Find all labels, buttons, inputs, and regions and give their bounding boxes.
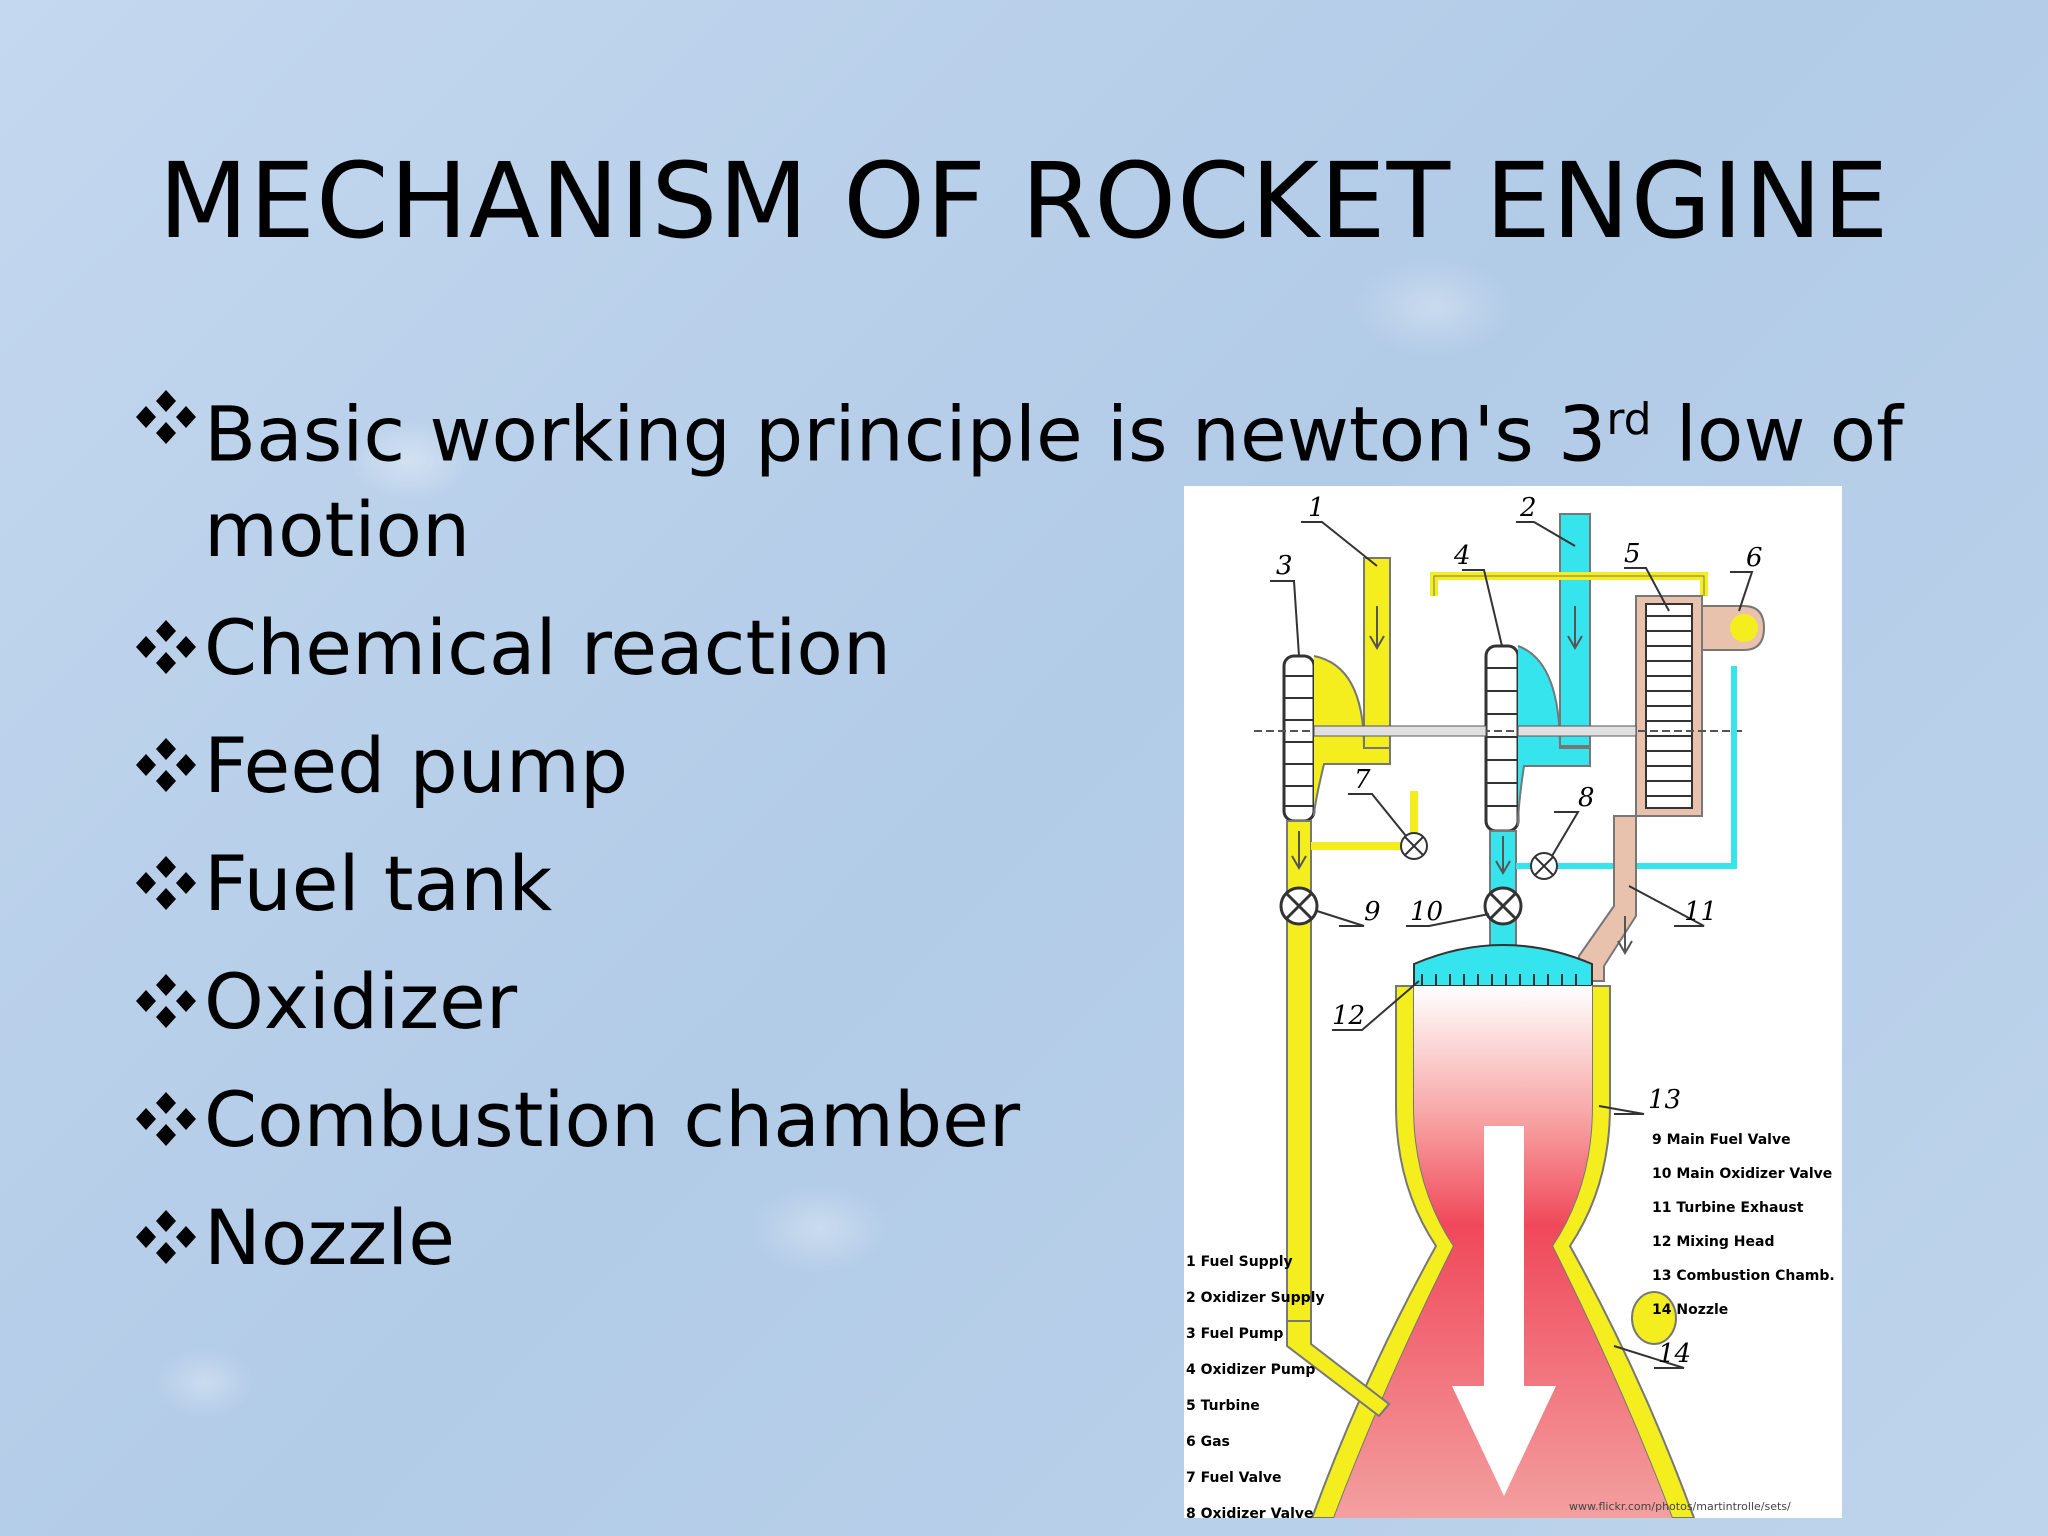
legend-item: 2 Oxidizer Supply: [1186, 1290, 1325, 1306]
callout-3: 3: [1276, 551, 1293, 581]
legend-item: 9 Main Fuel Valve: [1652, 1132, 1791, 1148]
bullet-text: Oxidizer: [204, 957, 518, 1047]
bullet-item: Nozzle: [132, 1192, 1892, 1284]
diamond-bullet-icon: [136, 974, 196, 1029]
callout-8: 8: [1578, 783, 1595, 813]
legend-item: 14 Nozzle: [1652, 1302, 1728, 1318]
bullet-text: Nozzle: [204, 1193, 456, 1283]
legend-item: 10 Main Oxidizer Valve: [1652, 1166, 1832, 1182]
image-credit: www.flickr.com/photos/martintrolle/sets/: [1569, 1500, 1791, 1513]
slide-title: MECHANISM OF ROCKET ENGINE: [158, 140, 1890, 262]
diamond-bullet-icon: [136, 1092, 196, 1147]
bullet-text: Combustion chamber: [204, 1075, 1021, 1165]
diamond-bullet-icon: [136, 738, 196, 793]
callout-7: 7: [1354, 765, 1371, 795]
diamond-bullet-icon: [136, 390, 196, 444]
callout-13: 13: [1648, 1085, 1681, 1115]
bullet-text-tail: low of motion: [204, 389, 1903, 575]
bullet-item: Fuel tank: [132, 838, 1892, 930]
callout-2: 2: [1519, 493, 1537, 523]
bullet-text: Fuel tank: [204, 839, 553, 929]
legend-item: 7 Fuel Valve: [1186, 1470, 1282, 1486]
bullet-item: Oxidizer: [132, 956, 1892, 1048]
legend-item: 4 Oxidizer Pump: [1186, 1362, 1315, 1378]
legend-item: 12 Mixing Head: [1652, 1234, 1774, 1250]
bullet-text: Feed pump: [204, 721, 629, 811]
legend-item: 13 Combustion Chamb.: [1652, 1268, 1835, 1284]
bullet-text: Chemical reaction: [204, 603, 892, 693]
bullet-superscript: rd: [1606, 394, 1652, 445]
bullet-item: Chemical reaction: [132, 602, 1892, 694]
callout-11: 11: [1684, 897, 1717, 927]
callout-10: 10: [1410, 897, 1443, 927]
engine-schematic: 1 2 3 4 5 6 7 8 9 10 11 12 13 14 9 Main …: [1186, 493, 1835, 1518]
callout-5: 5: [1624, 539, 1641, 569]
legend-item: 1 Fuel Supply: [1186, 1254, 1293, 1270]
callout-14: 14: [1658, 1339, 1691, 1369]
callout-6: 6: [1746, 543, 1763, 573]
legend-item: 8 Oxidizer Valve: [1186, 1506, 1314, 1518]
bullet-list: Basic working principle is newton's 3rd …: [132, 372, 1903, 1310]
legend-item: 5 Turbine: [1186, 1398, 1260, 1414]
callout-4: 4: [1453, 541, 1471, 571]
legend-item: 3 Fuel Pump: [1186, 1326, 1283, 1342]
legend-item: 6 Gas: [1186, 1434, 1230, 1450]
legend-item: 11 Turbine Exhaust: [1652, 1200, 1804, 1216]
bullet-item: Basic working principle is newton's 3rd …: [132, 372, 2004, 578]
bullet-item: Combustion chamber: [132, 1074, 1892, 1166]
bullet-text: Basic working principle is newton's 3: [204, 389, 1607, 479]
callout-9: 9: [1364, 897, 1381, 927]
diamond-bullet-icon: [136, 856, 196, 911]
rocket-engine-diagram: 1 2 3 4 5 6 7 8 9 10 11 12 13 14 9 Main …: [1184, 486, 1842, 1518]
callout-12: 12: [1332, 1001, 1365, 1031]
diamond-bullet-icon: [136, 1210, 196, 1265]
bullet-item: Feed pump: [132, 720, 1892, 812]
callout-1: 1: [1308, 493, 1325, 523]
diamond-bullet-icon: [136, 620, 196, 675]
